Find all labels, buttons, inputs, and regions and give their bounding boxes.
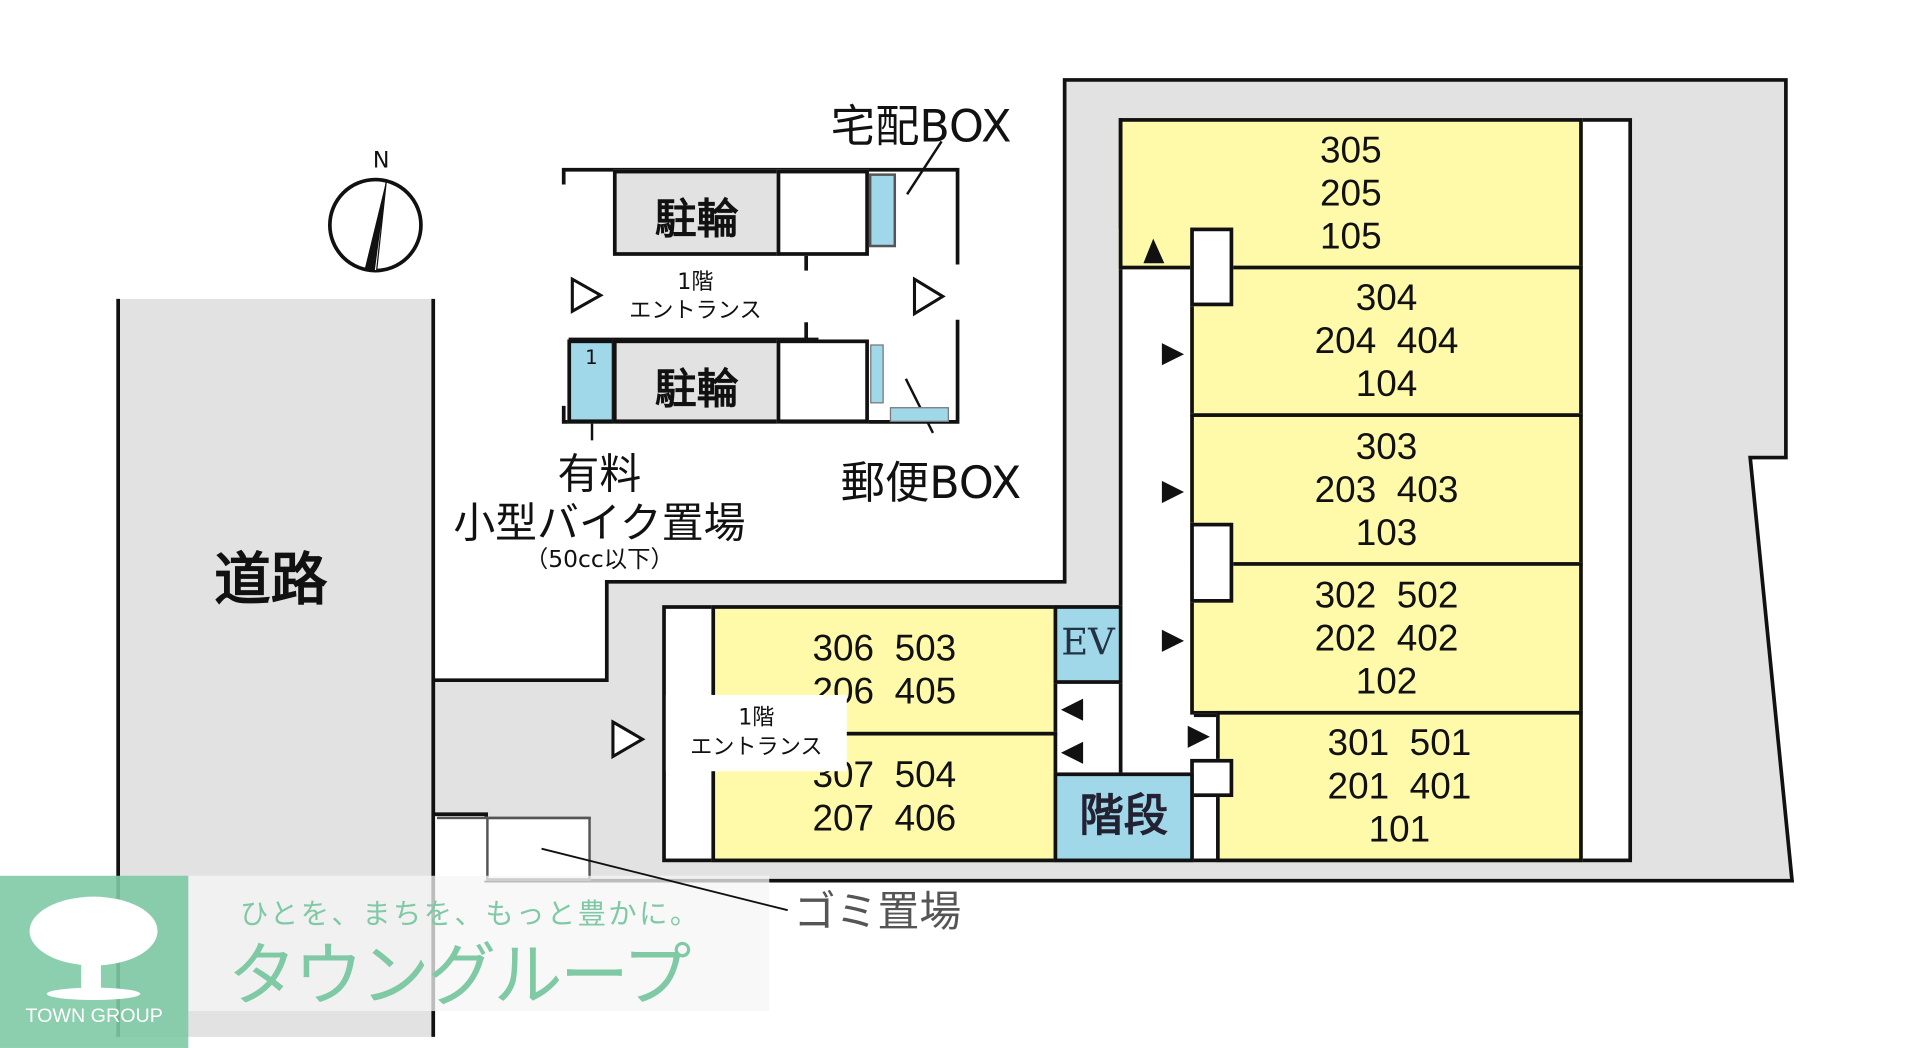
motorbike-label-1: 有料 xyxy=(557,450,642,500)
stairs: 階段 xyxy=(1053,772,1194,863)
logo-tagline: ひとを、まちを、もっと豊かに。 xyxy=(240,899,701,932)
compass-north-icon xyxy=(328,177,423,273)
mail-box-label: 郵便BOX xyxy=(840,458,1022,510)
bike-parking-upper: 駐輪 xyxy=(612,169,781,256)
unit-row-02: 302 502 202 402 102 xyxy=(1190,562,1583,715)
arrow-right-icon xyxy=(1187,725,1210,748)
meter-box xyxy=(1190,522,1234,603)
leader-line xyxy=(541,847,788,912)
arrow-up-icon xyxy=(1143,238,1165,264)
road-label: 道路 xyxy=(214,546,328,613)
storage-box xyxy=(776,339,869,424)
entrance-arrow-icon xyxy=(912,276,946,317)
leader-line xyxy=(906,140,943,196)
arrow-right-icon xyxy=(1161,480,1185,504)
entrance-arrow-icon xyxy=(611,719,646,760)
arrow-left-icon xyxy=(1060,698,1084,721)
wall xyxy=(1118,118,1123,229)
compass-north-label: N xyxy=(372,147,390,174)
unit-row-03: 303 203 403 103 xyxy=(1190,413,1583,566)
logo-band xyxy=(188,875,770,1012)
mail-box-unit xyxy=(870,344,884,404)
logo-mark: TOWN GROUP xyxy=(0,875,189,1048)
motorbike-label-3: （50cc以下） xyxy=(524,546,674,574)
logo-brand-en: TOWN GROUP xyxy=(25,1006,163,1028)
logo-brand-jp: タウングループ xyxy=(227,936,692,1016)
tree-icon xyxy=(29,896,158,1000)
arrow-right-icon xyxy=(1161,629,1185,652)
entrance-arrow-icon xyxy=(570,276,604,314)
arrow-left-icon xyxy=(1060,741,1084,764)
delivery-box-unit xyxy=(868,173,897,248)
bike-parking-lower-label: 駐輪 xyxy=(654,365,739,415)
garbage-label: ゴミ置場 xyxy=(793,888,962,938)
bike-parking-upper-label: 駐輪 xyxy=(654,195,739,245)
motorbike-label-2: 小型バイク置場 xyxy=(453,499,746,549)
garbage-area xyxy=(436,816,591,881)
entrance-label: 1階 エントランス xyxy=(629,269,762,324)
unit-row-04: 304 204 404 104 xyxy=(1190,265,1583,417)
mail-box-unit xyxy=(889,407,949,422)
leader-line xyxy=(904,378,935,434)
entrance-label: 1階 エントランス xyxy=(665,694,847,772)
unit-row-01: 301 501 201 401 101 xyxy=(1216,710,1583,863)
elevator: EV xyxy=(1053,605,1123,684)
bike-parking-lower: 駐輪 xyxy=(612,339,781,424)
arrow-right-icon xyxy=(1161,343,1185,366)
storage-box xyxy=(776,169,869,256)
delivery-box-label: 宅配BOX xyxy=(830,102,1012,153)
motorbike-slot-number: 1 xyxy=(585,345,598,369)
meter-box xyxy=(1190,227,1234,307)
unit-row-06: 306 503 206 405 xyxy=(711,605,1058,736)
